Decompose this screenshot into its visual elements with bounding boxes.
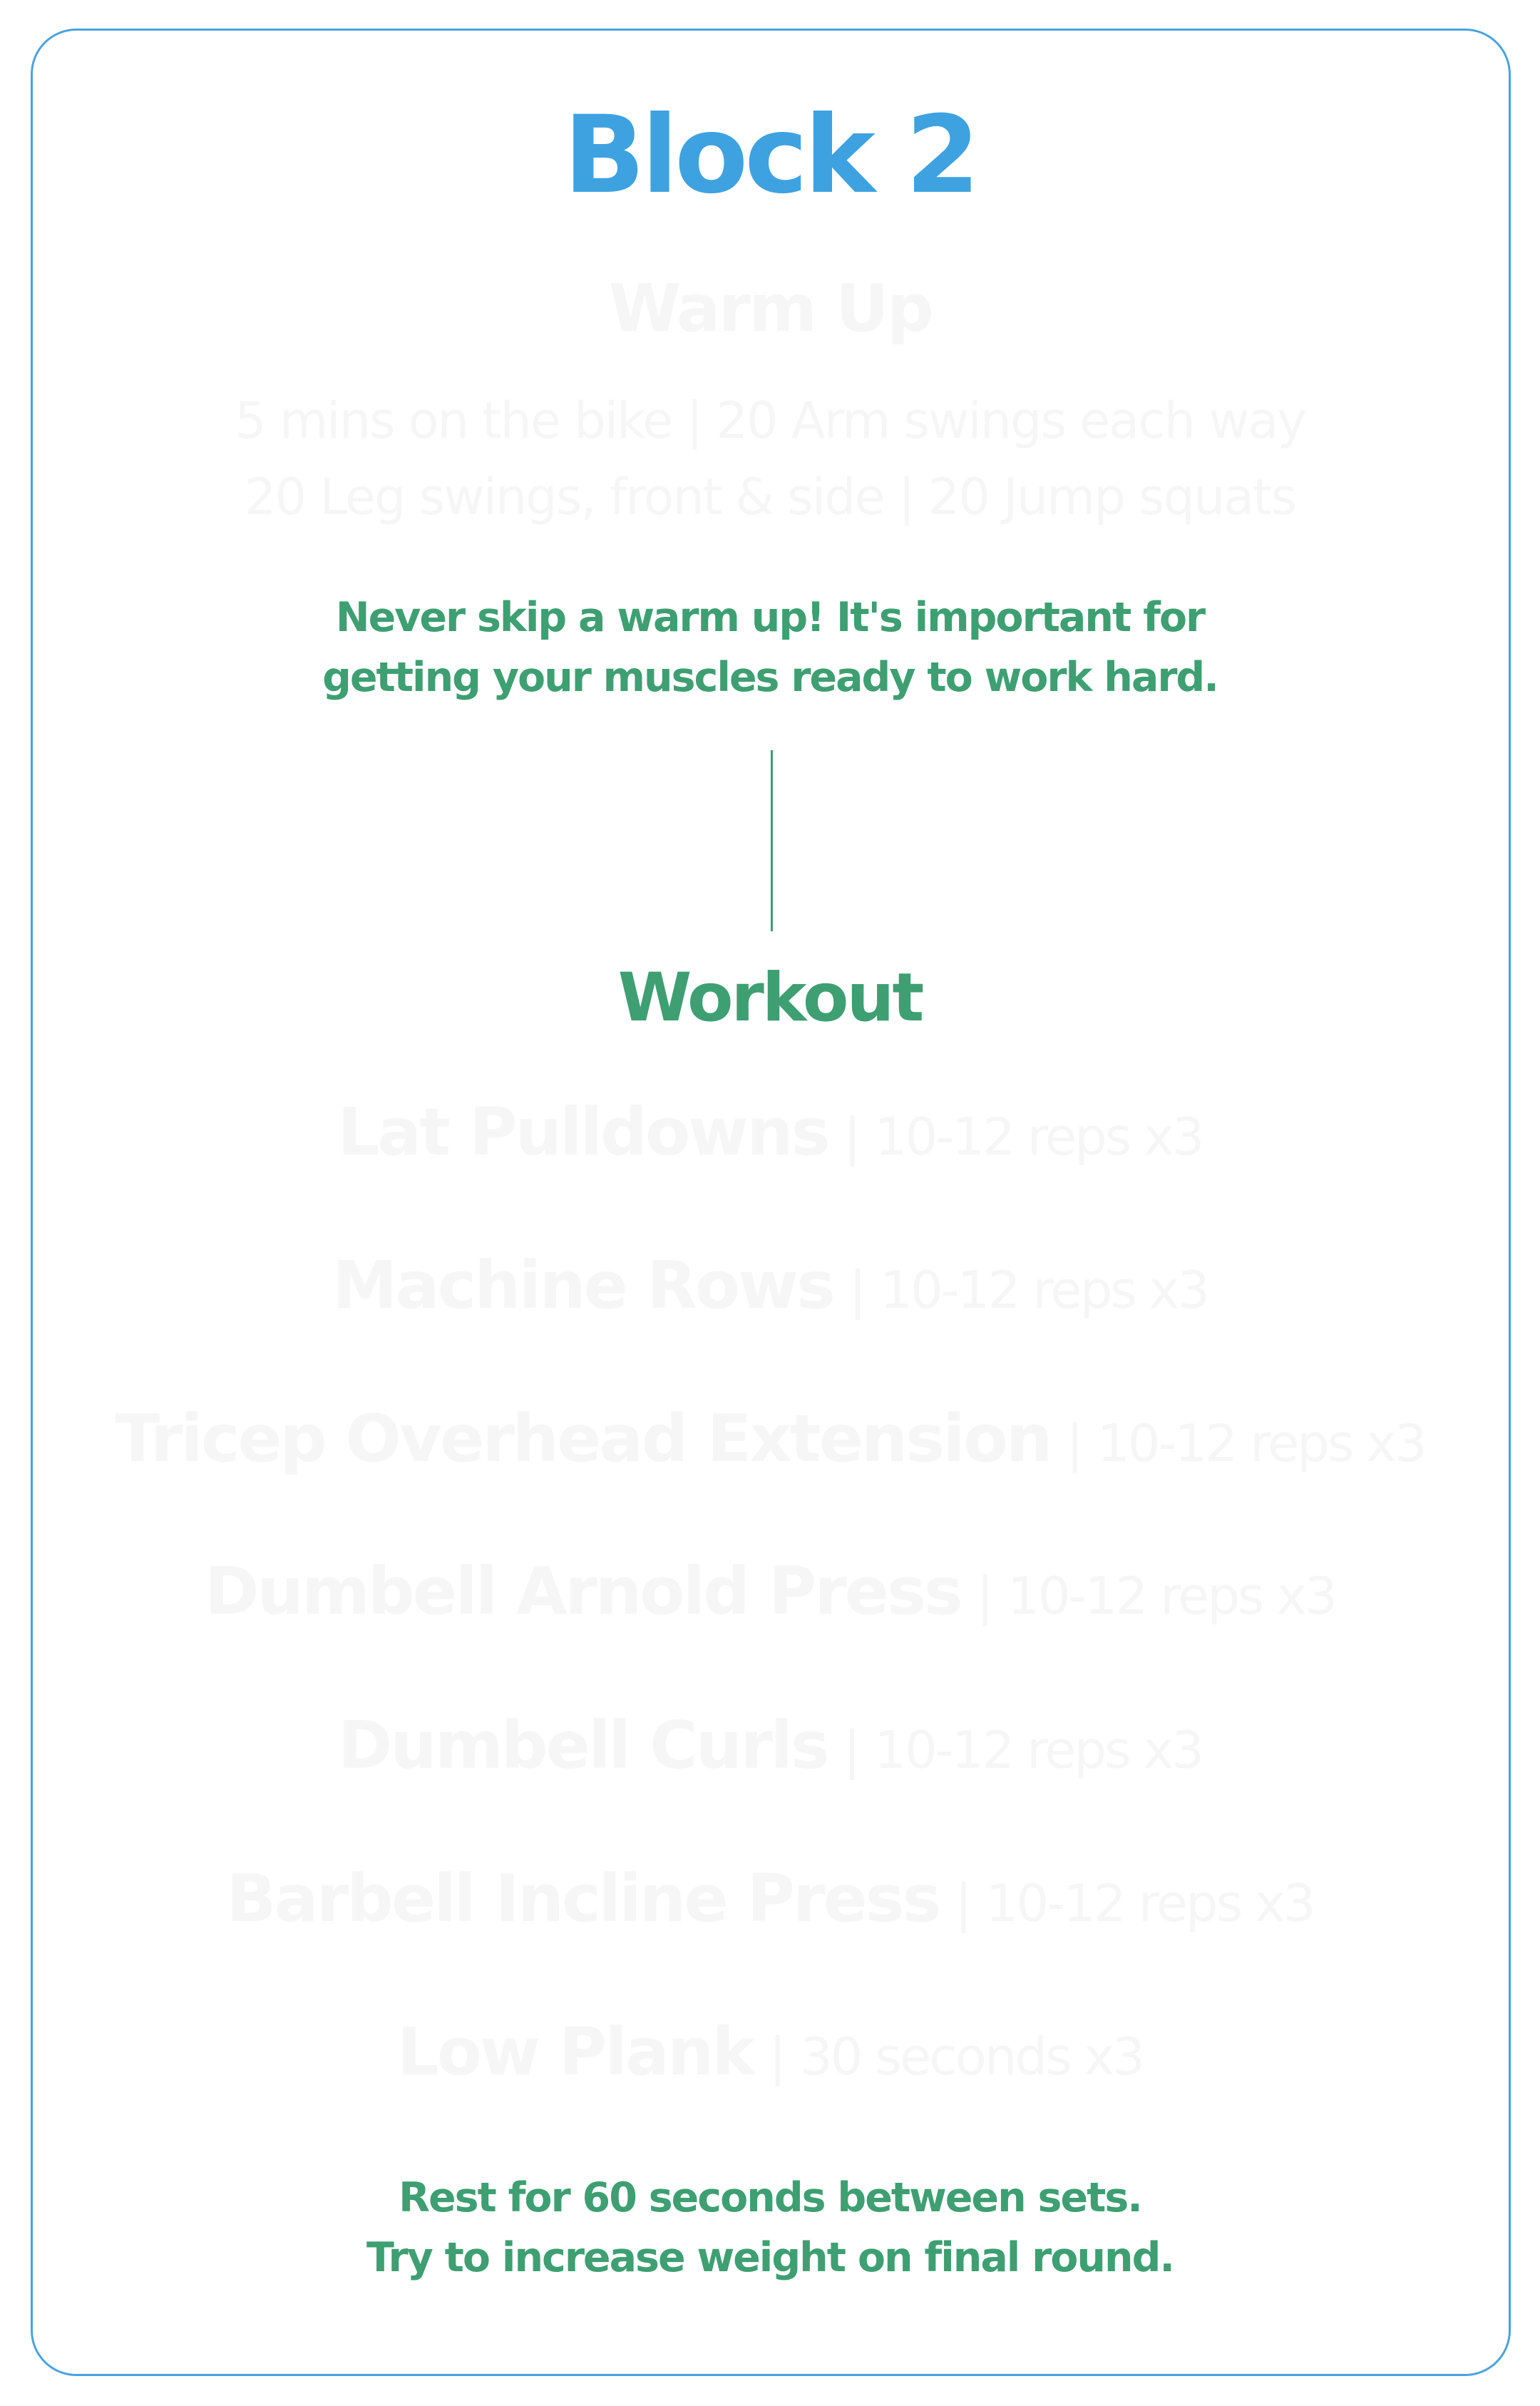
exercise-row: Dumbell Arnold Press|10-12 reps x3 [0,1549,1540,1653]
exercise-detail: 10-12 reps x3 [880,1260,1210,1320]
exercise-name: Lat Pulldowns [337,1094,830,1170]
exercise-separator: | [843,1107,861,1167]
exercise-row: Lat Pulldowns|10-12 reps x3 [0,1090,1540,1194]
exercise-name: Tricep Overhead Extension [115,1401,1052,1477]
exercise-detail: 30 seconds x3 [799,2027,1145,2087]
exercise-name: Machine Rows [332,1247,836,1324]
exercise-separator: | [769,2027,786,2087]
exercise-detail: 10-12 reps x3 [874,1107,1205,1167]
block-card [31,29,1511,2376]
exercise-separator: | [955,1873,972,1933]
exercise-row: Machine Rows|10-12 reps x3 [0,1243,1540,1347]
warm-up-line: 20 Leg swings, front & side | 20 Jump sq… [244,468,1297,526]
exercise-row: Dumbell Curls|10-12 reps x3 [0,1703,1540,1807]
exercise-row: Tricep Overhead Extension|10-12 reps x3 [0,1396,1540,1500]
warm-up-note-line: getting your muscles ready to work hard. [322,654,1219,701]
exercise-detail: 10-12 reps x3 [985,1873,1316,1933]
workout-note-line: Rest for 60 seconds between sets. [399,2174,1143,2221]
warm-up-heading: Warm Up [608,270,933,347]
exercise-separator: | [976,1566,994,1626]
exercise-row: Low Plank|30 seconds x3 [0,2010,1540,2114]
warm-up-line: 5 mins on the bike | 20 Arm swings each … [235,391,1307,450]
workout-note-line: Try to increase weight on final round. [366,2234,1175,2281]
warm-up-note-line: Never skip a warm up! It's important for [335,594,1206,641]
block-title: Block 2 [563,93,980,217]
exercise-name: Dumbell Curls [338,1707,830,1783]
exercise-name: Barbell Incline Press [226,1860,941,1937]
exercise-name: Low Plank [397,2014,756,2090]
exercise-name: Dumbell Arnold Press [205,1553,962,1629]
exercise-separator: | [848,1260,866,1320]
exercise-row: Barbell Incline Press|10-12 reps x3 [0,1856,1540,1960]
exercise-detail: 10-12 reps x3 [1097,1413,1427,1473]
exercise-detail: 10-12 reps x3 [1007,1566,1338,1626]
workout-note: Rest for 60 seconds between sets. Try to… [0,2168,1540,2288]
workout-heading: Workout [617,959,925,1037]
exercise-separator: | [1066,1413,1084,1473]
exercise-detail: 10-12 reps x3 [874,1720,1204,1780]
warm-up-note: Never skip a warm up! It's important for… [0,588,1540,707]
section-divider [771,750,773,931]
exercise-separator: | [843,1720,861,1780]
